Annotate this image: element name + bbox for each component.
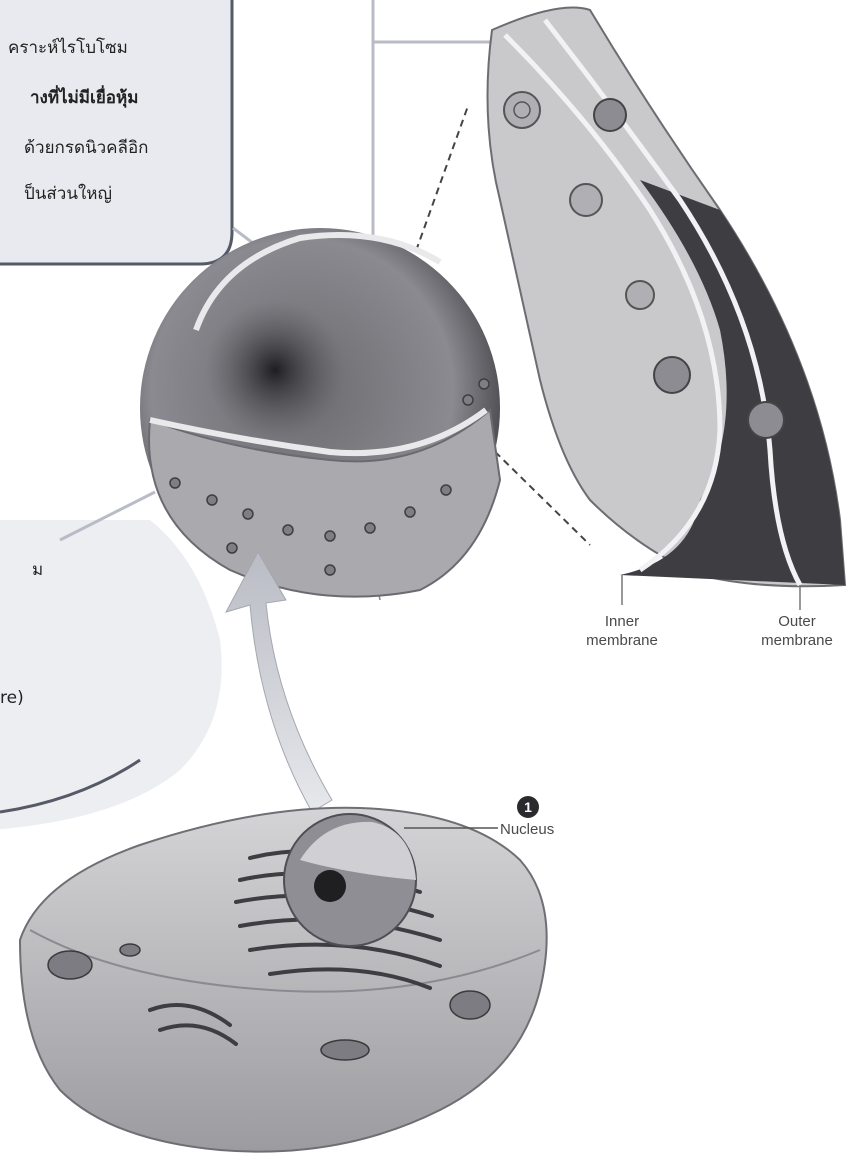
inner-membrane-label: Inner membrane xyxy=(572,612,672,650)
nucleus-label: Nucleus xyxy=(500,820,554,839)
outer-membrane-line2: membrane xyxy=(737,631,857,650)
callout-top-left-line3: ด้วยกรดนิวคลีอิก xyxy=(24,134,148,161)
callout-top-left-line4: ป็นส่วนใหญ่ xyxy=(24,180,112,207)
callout-left-line2: re) xyxy=(0,688,24,708)
callout-top-left-line2: างที่ไม่มีเยื่อหุ้ม xyxy=(30,84,138,111)
animal-cell xyxy=(20,808,547,1152)
step-marker-label: 1 xyxy=(524,799,532,815)
nucleus-sphere xyxy=(140,228,500,597)
callout-left-line1: ม xyxy=(32,556,43,583)
inner-membrane-line1: Inner xyxy=(572,612,672,631)
outer-membrane-line1: Outer xyxy=(737,612,857,631)
outer-membrane-label: Outer membrane xyxy=(737,612,857,650)
callout-top-left-line1: คราะห์ไรโบโซม xyxy=(8,34,128,61)
nuclear-envelope-section xyxy=(488,8,846,587)
inner-membrane-line2: membrane xyxy=(572,631,672,650)
step-marker-1: 1 xyxy=(517,796,539,818)
